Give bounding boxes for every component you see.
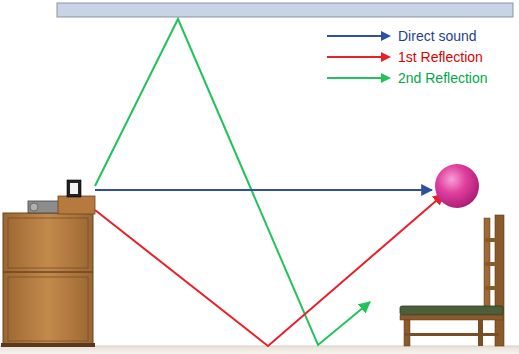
legend-arrow [326, 30, 392, 42]
chair [400, 215, 504, 346]
direct-sound-ray [95, 189, 432, 191]
first-reflection-ray [95, 194, 444, 346]
legend-entry: 1st Reflection [326, 46, 488, 67]
floor [0, 346, 519, 354]
legend-arrow [326, 72, 392, 84]
legend-label: 2nd Reflection [398, 70, 488, 86]
ceiling [57, 3, 513, 17]
legend-entry: Direct sound [326, 25, 488, 46]
legend-label: 1st Reflection [398, 49, 483, 65]
legend-label: Direct sound [398, 28, 477, 44]
second-reflection-ray [95, 19, 370, 345]
sound-rays [95, 19, 444, 346]
cabinet [1, 213, 95, 347]
speaker [28, 180, 95, 214]
legend-arrow [326, 51, 392, 63]
legend: Direct sound 1st Reflection 2nd Reflection [326, 25, 488, 88]
listener-head [435, 164, 479, 208]
legend-entry: 2nd Reflection [326, 67, 488, 88]
